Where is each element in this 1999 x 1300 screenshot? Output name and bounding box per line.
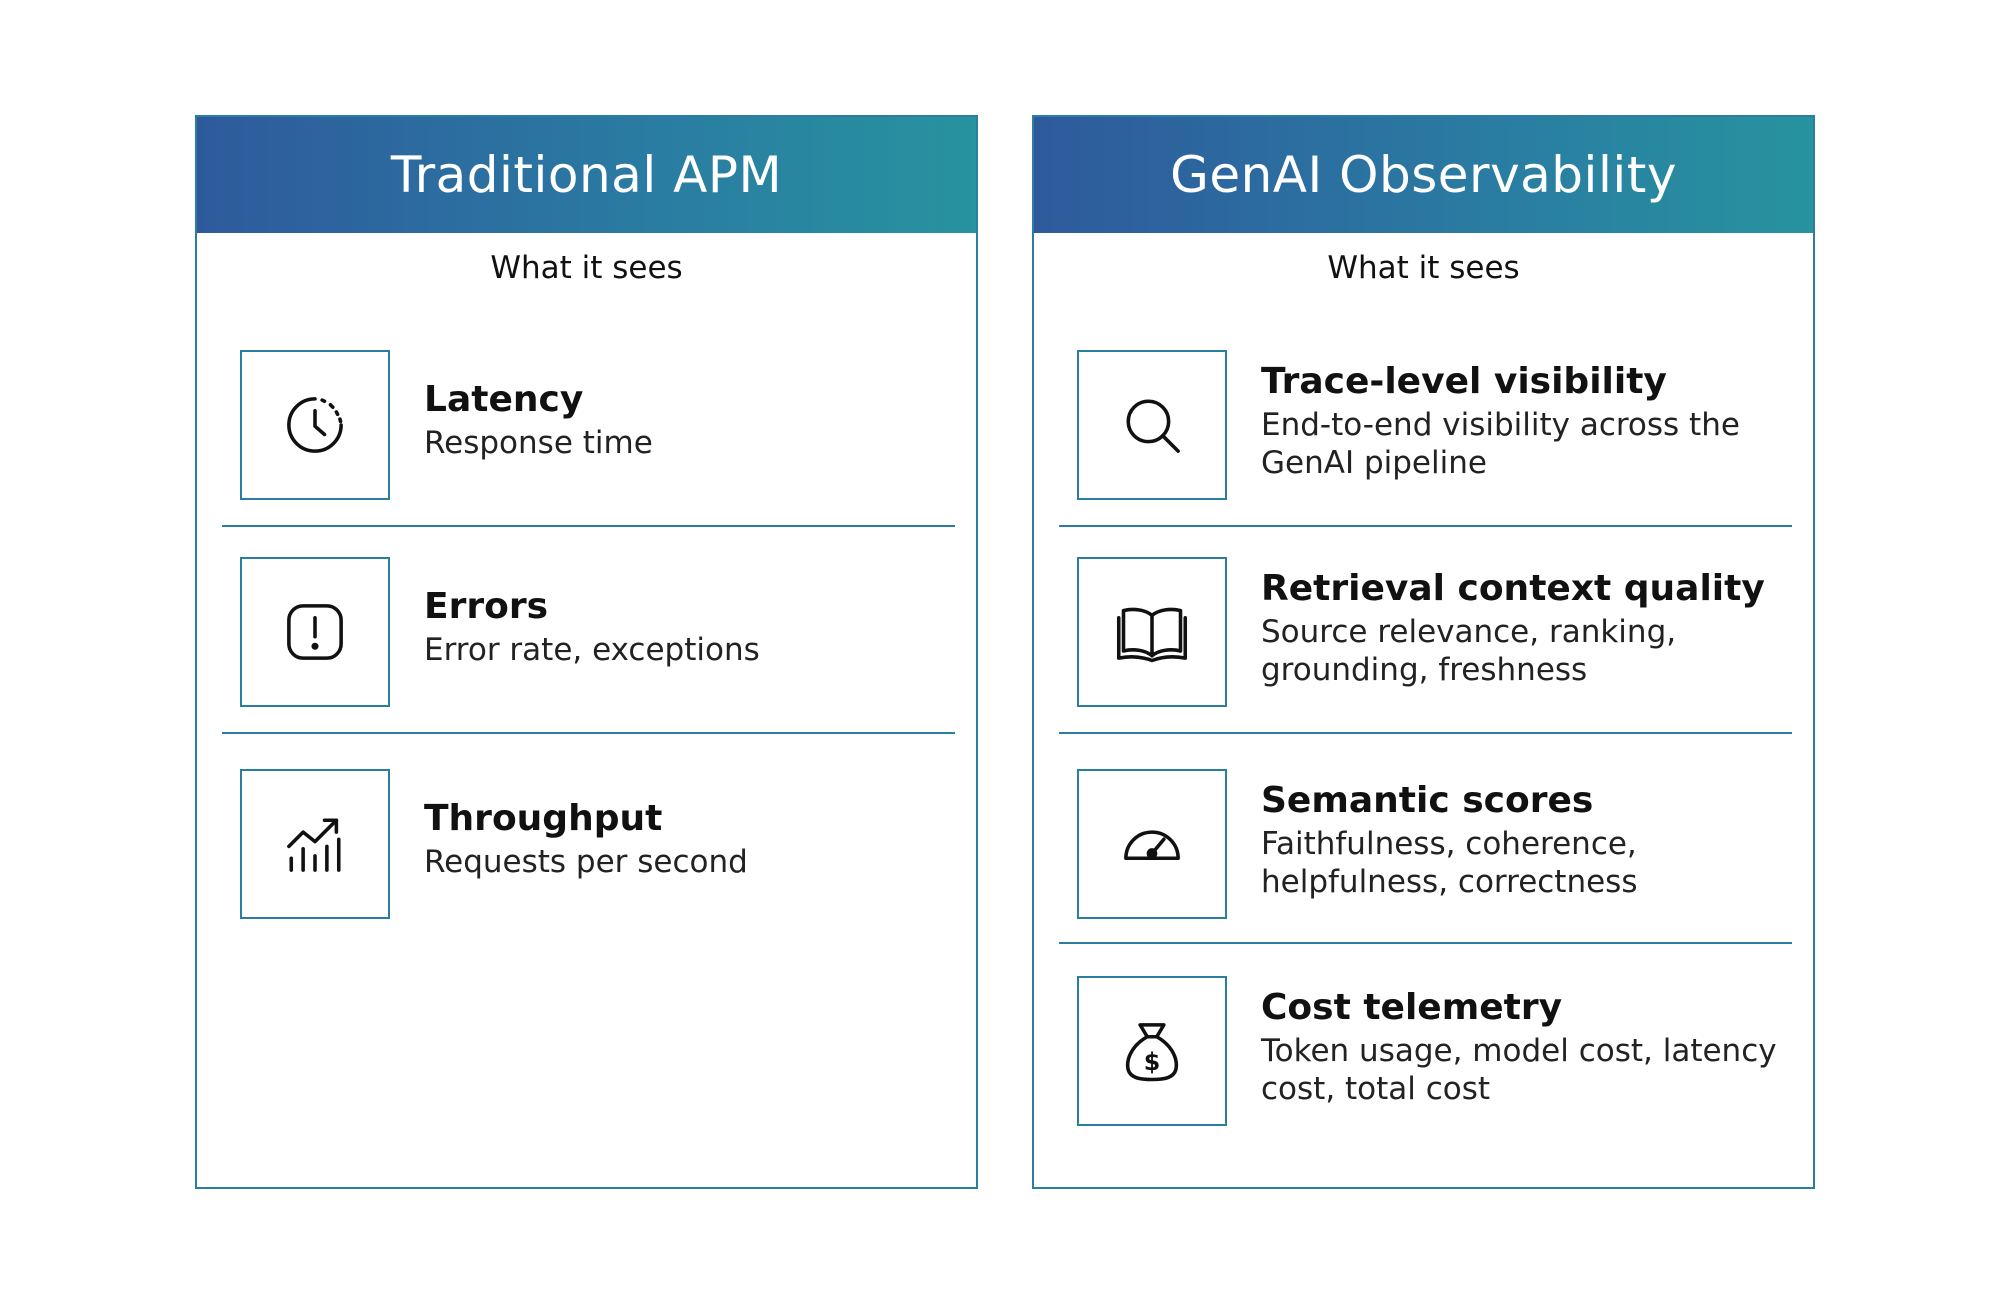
divider [1059,732,1792,734]
item-title: Trace-level visibility [1261,361,1667,402]
traditional-apm-card: Traditional APM What it sees Latency Res… [195,115,978,1189]
item-description: Requests per second [424,844,748,881]
svg-text:$: $ [1144,1048,1161,1076]
clock-icon [240,350,390,500]
divider [1059,942,1792,944]
genai-observability-card: GenAI Observability What it sees Trace-l… [1032,115,1815,1189]
card-header: Traditional APM [197,117,976,233]
divider [1059,525,1792,527]
growth-chart-icon [240,769,390,919]
item-title: Semantic scores [1261,780,1594,821]
card-header: GenAI Observability [1034,117,1813,233]
card-subtitle: What it sees [490,250,683,286]
card-subtitle: What it sees [1327,250,1520,286]
search-icon [1077,350,1227,500]
item-description: Token usage, model cost, latency cost, t… [1261,1033,1777,1107]
item-title: Latency [424,379,584,420]
item-description: Response time [424,425,653,462]
book-icon [1077,557,1227,707]
gauge-icon [1077,769,1227,919]
divider [222,525,955,527]
item-title: Throughput [424,798,663,839]
item-description: Faithfulness, coherence, helpfulness, co… [1261,826,1638,900]
alert-icon [240,557,390,707]
divider [222,732,955,734]
card-title: GenAI Observability [1170,146,1677,204]
item-title: Errors [424,586,549,627]
item-title: Cost telemetry [1261,987,1563,1028]
item-description: End-to-end visibility across the GenAI p… [1261,407,1740,481]
item-title: Retrieval context quality [1261,568,1765,609]
item-description: Error rate, exceptions [424,632,760,669]
money-bag-icon: $ [1077,976,1227,1126]
card-title: Traditional APM [390,146,783,204]
item-description: Source relevance, ranking, grounding, fr… [1261,614,1677,688]
